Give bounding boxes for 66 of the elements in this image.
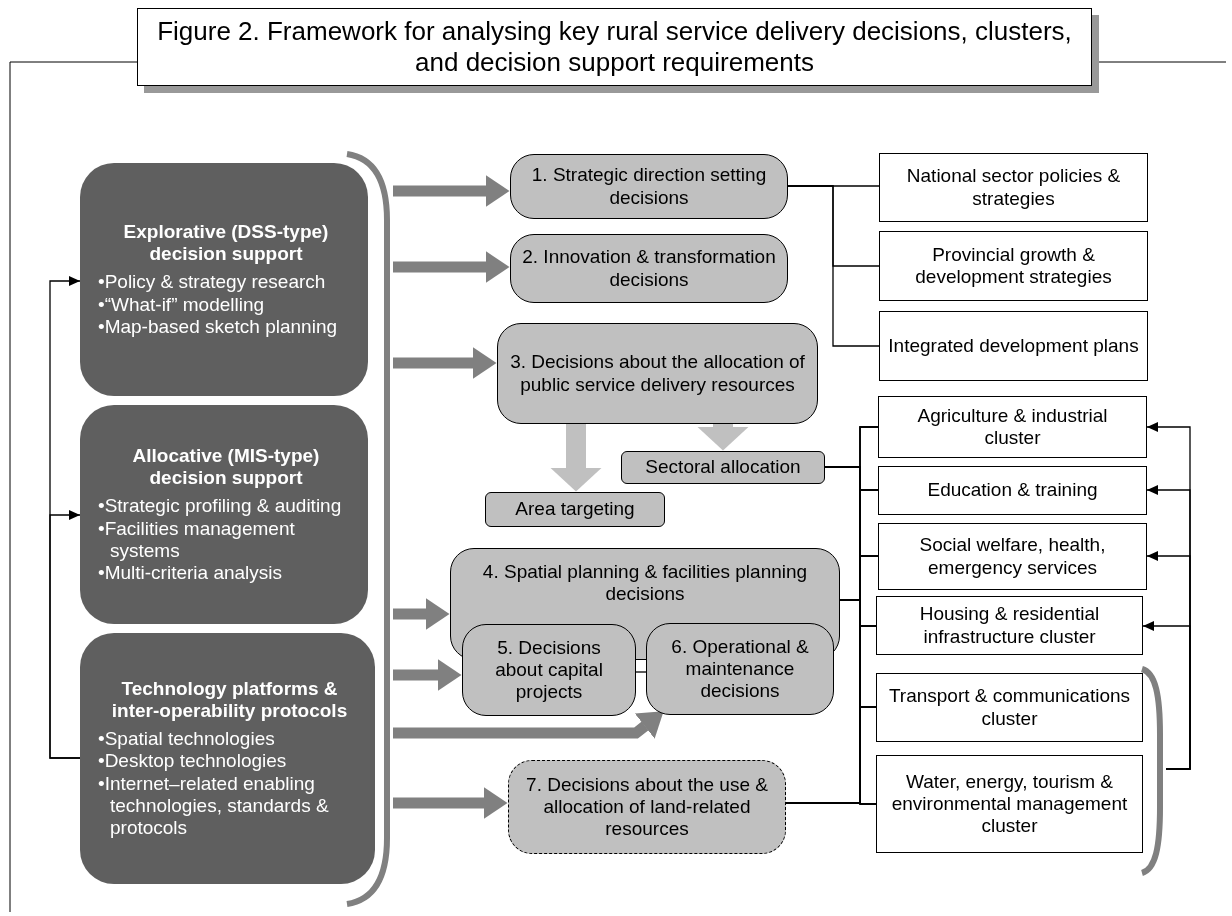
- box-text: 3. Decisions about the allocation of public service delivery resources: [509, 351, 806, 396]
- bullet-item: •Spatial technologies: [98, 728, 276, 751]
- connector-line: [785, 802, 877, 805]
- allocation-box: [485, 492, 665, 527]
- allocation-box: [621, 451, 825, 484]
- box-text: Education & training: [926, 479, 1099, 502]
- block-arrow: [393, 175, 510, 207]
- box-text: Transport & communications cluster: [887, 685, 1132, 730]
- box-text: Area targeting: [514, 498, 636, 521]
- sector-box: [878, 466, 1147, 515]
- box-text: 6. Operational & maintenance decisions: [670, 635, 810, 703]
- box-heading: Allocative (MIS-type) decision support: [131, 444, 321, 490]
- decision-box: [510, 154, 788, 219]
- decision-box: [508, 760, 786, 854]
- block-arrow: [697, 424, 749, 451]
- box-text: 2. Innovation & transformation decisions: [521, 246, 777, 291]
- decision-box: [510, 234, 788, 303]
- box-text: Housing & residential infrastructure cluster: [918, 603, 1101, 648]
- decision-box: [646, 623, 834, 715]
- box-text: Provincial growth & development strategies: [914, 243, 1113, 289]
- box-text: Agriculture & industrial cluster: [916, 404, 1109, 450]
- block-arrow: [393, 251, 510, 283]
- bullet-item: •Policy & strategy research: [98, 271, 327, 294]
- block-arrow: [393, 598, 450, 630]
- sector-box: [878, 396, 1147, 458]
- box-heading: Technology platforms & inter-operability protocols: [110, 677, 349, 723]
- bullet-item: •Facilities management systems: [98, 517, 296, 562]
- block-arrow: [550, 424, 602, 492]
- sector-box: [876, 673, 1143, 742]
- bullet-item: •Strategic profiling & auditing: [98, 495, 343, 518]
- bullet-item: •Multi-criteria analysis: [98, 561, 284, 585]
- decision-support-box: [80, 163, 368, 396]
- box-text: 5. Decisions about capital projects: [494, 636, 604, 704]
- block-arrow: [393, 659, 462, 691]
- box-text: Sectoral allocation: [644, 456, 802, 479]
- sector-box: [876, 755, 1143, 853]
- block-arrow: [393, 787, 508, 819]
- sector-box: [879, 311, 1148, 381]
- bullet-item: •“What-if” modelling: [98, 293, 266, 316]
- decision-box: [497, 323, 818, 424]
- sector-box: [878, 523, 1147, 590]
- bullet-item: •Internet–related enabling technologies, standards & protocols: [98, 772, 330, 840]
- box-text: Water, energy, tourism & environmental management cluster: [890, 770, 1129, 838]
- box-text: Integrated development plans: [888, 334, 1139, 358]
- bracket: [345, 150, 393, 908]
- block-arrow: [393, 347, 497, 379]
- arrow: [1142, 621, 1191, 770]
- sector-box: [879, 231, 1148, 301]
- bracket: [1140, 665, 1166, 877]
- decision-box: [462, 624, 636, 716]
- bullet-item: •Desktop technologies: [98, 750, 288, 773]
- box-heading: Explorative (DSS-type) decision support: [122, 220, 330, 266]
- box-text: Social welfare, health, emergency services: [918, 534, 1107, 579]
- box-text: 1. Strategic direction setting decisions: [530, 164, 768, 209]
- decision-support-box: [80, 405, 368, 624]
- connector-line: [787, 185, 880, 347]
- box-text: 7. Decisions about the use & allocation of land-related resources: [525, 773, 769, 841]
- box-text: National sector policies & strategies: [905, 165, 1122, 210]
- block-arrow: [393, 711, 664, 739]
- decision-support-box: [80, 633, 375, 884]
- bullet-item: •Map-based sketch planning: [98, 315, 339, 339]
- sector-box: [879, 153, 1148, 222]
- box-text: 4. Spatial planning & facilities planning decisions: [481, 561, 809, 606]
- arrow: [49, 510, 81, 759]
- connector-line: [635, 671, 647, 673]
- sector-box: [876, 596, 1143, 655]
